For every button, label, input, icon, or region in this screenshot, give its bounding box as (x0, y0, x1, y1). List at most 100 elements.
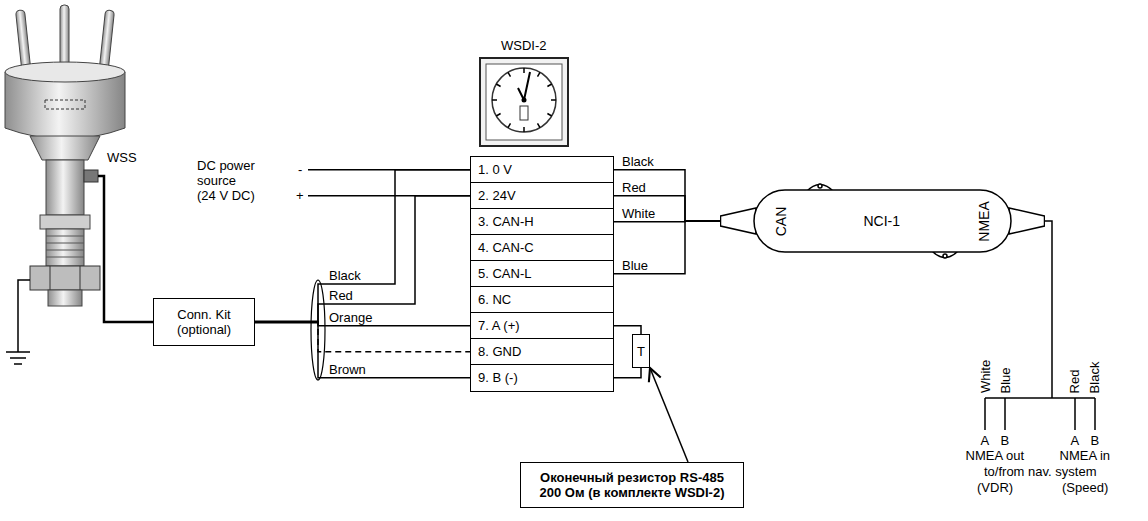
converter-body (754, 190, 1011, 252)
display-icon-part (492, 68, 556, 132)
ground-symbol-part (6, 352, 30, 364)
sensor-cable (98, 176, 325, 380)
display-icon-part (522, 98, 527, 103)
wire-connector (255, 322, 470, 378)
display-icon-part (492, 68, 556, 132)
wire-color-label: White (978, 359, 993, 394)
wind-sensor-part (30, 136, 100, 160)
wind-sensor-part (5, 62, 125, 82)
terminal-row-text: 5. CAN-L (478, 266, 531, 281)
converter-unit: CAN NCI-1 NMEA (720, 178, 1045, 264)
wire-color-label: Orange (328, 310, 373, 325)
terminal-row-text: 8. GND (478, 344, 521, 359)
display-icon (480, 58, 568, 146)
cable-boot (1009, 208, 1045, 234)
wire-color-label: White (621, 206, 656, 221)
terminal-row-text: 1. 0 V (478, 162, 512, 177)
converter-unit-text: CAN (774, 206, 789, 236)
terminal-row-text: 3. CAN-H (478, 214, 534, 229)
terminal-row: 1. 0 V (470, 156, 614, 184)
nmea-wires-part (985, 397, 1095, 399)
terminal-row: 9. B (-) (470, 364, 614, 392)
device-name: WSDI-2 (500, 38, 548, 53)
wire-color-label: Blue (621, 258, 649, 273)
wire-connector (255, 196, 470, 322)
port-note: to/from nav. system (983, 464, 1097, 479)
ground-symbol-part (18, 280, 30, 352)
pin-name: A (1070, 433, 1081, 448)
resistor-symbol-text: T (637, 344, 645, 359)
wire-connector (650, 368, 688, 462)
wind-sensor-part (30, 266, 100, 290)
pin-name: B (1000, 433, 1011, 448)
nmea-wires-part (1045, 221, 1052, 398)
resistor-symbol: T (632, 334, 650, 368)
wind-sensor-part (48, 290, 82, 306)
wire-color-label: Black (1087, 360, 1102, 394)
connection-kit-box-text: Conn. Kit (optional) (162, 307, 246, 337)
polarity-sign: + (295, 188, 305, 203)
wind-sensor-part (16, 10, 31, 73)
nmea-wires (985, 221, 1095, 430)
port-note: (VDR) (976, 480, 1014, 495)
port-note: (Speed) (1061, 480, 1109, 495)
port-label: NMEA in (1059, 448, 1112, 463)
wire-color-label: Black (621, 154, 655, 169)
terminal-row-text: 4. CAN-C (478, 240, 534, 255)
wire-connector (614, 170, 720, 221)
wire-color-label: Red (621, 180, 647, 195)
converter-unit-text: NCI-1 (864, 214, 901, 229)
terminal-row: 2. 24V (470, 182, 614, 210)
power-source-label: DC power source (24 V DC) (196, 158, 258, 203)
terminal-row: 4. CAN-C (470, 234, 614, 262)
wind-sensor-part (45, 100, 85, 109)
pin-name: A (980, 433, 991, 448)
wind-sensor-part (46, 236, 84, 257)
wind-sensor-part (50, 266, 80, 290)
terminal-row: 5. CAN-L (470, 260, 614, 288)
nmea-wires-part (985, 398, 1095, 430)
wire-color-label: Blue (998, 366, 1013, 394)
power-wires (308, 170, 470, 196)
sensor-cable-part (98, 176, 153, 322)
mounting-hole (943, 254, 947, 258)
terminal-row-text: 7. A (+) (478, 318, 520, 333)
wind-sensor-part (46, 229, 84, 266)
terminal-row-text: 2. 24V (478, 188, 516, 203)
sensor-name: WSS (106, 150, 138, 165)
display-icon-part (518, 72, 530, 100)
wire-color-label: Black (328, 268, 362, 283)
terminal-row-text: 6. NC (478, 292, 511, 307)
terminal-row-text: 9. B (-) (478, 370, 518, 385)
wind-sensor-part (46, 160, 84, 215)
wire-connector (614, 221, 720, 274)
wire-connector (255, 322, 470, 352)
wire-connector (255, 170, 470, 322)
ground-symbol (6, 280, 30, 364)
pin-name: B (1090, 433, 1101, 448)
display-icon-part (486, 64, 562, 140)
mounting-hole (818, 184, 822, 188)
wire-color-label: Red (328, 288, 354, 303)
display-icon-part (480, 58, 568, 146)
wire-color-label: Brown (328, 362, 367, 377)
wire-connector (614, 196, 720, 221)
converter-unit-text: NMEA (977, 201, 992, 241)
connector-group (255, 170, 720, 462)
wire-connector (614, 368, 641, 378)
wire-connector (614, 326, 641, 334)
terminal-row: 6. NC (470, 286, 614, 314)
port-label: NMEA out (965, 448, 1026, 463)
wind-sensor-part (99, 10, 114, 73)
cable-boot (721, 208, 757, 234)
callout-box-text: Оконечный резистор RS-485 200 Ом (в комп… (533, 470, 731, 500)
display-icon-part (520, 106, 528, 120)
connection-kit-box: Conn. Kit (optional) (153, 298, 255, 346)
terminal-row: 7. A (+) (470, 312, 614, 340)
wire-color-label: Red (1067, 368, 1082, 394)
terminal-row: 8. GND (470, 338, 614, 366)
terminal-row: 3. CAN-H (470, 208, 614, 236)
polarity-sign: - (297, 162, 303, 177)
